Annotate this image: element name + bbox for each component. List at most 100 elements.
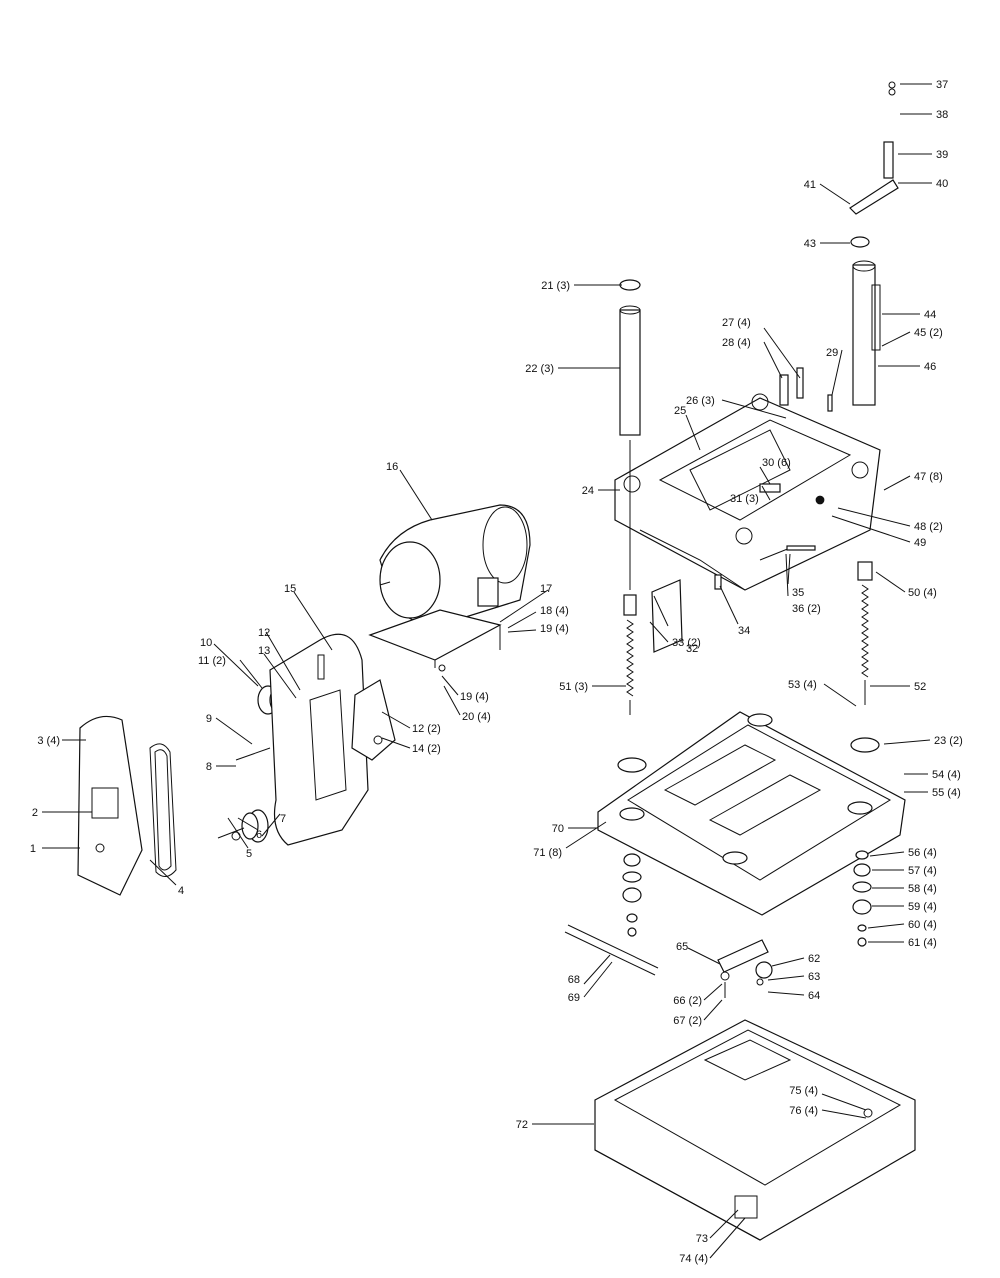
label-8: 8: [206, 761, 212, 773]
label-45: 45 (2): [914, 327, 943, 339]
label-64: 64: [808, 990, 820, 1002]
label-3: 3 (4): [37, 735, 60, 747]
handwheel-crank: [849, 81, 899, 248]
label-73: 73: [696, 1233, 708, 1245]
label-44: 44: [924, 309, 936, 321]
label-71: 71 (8): [533, 847, 562, 859]
label-60: 60 (4): [908, 919, 937, 931]
label-65: 65: [676, 941, 688, 953]
elevation-screw-right: [857, 561, 873, 705]
label-63: 63: [808, 971, 820, 983]
label-4: 4: [178, 885, 184, 897]
head-casting: [614, 393, 881, 591]
label-34: 34: [738, 625, 750, 637]
label-49: 49: [914, 537, 926, 549]
label-67: 67 (2): [673, 1015, 702, 1027]
label-76: 76 (4): [789, 1105, 818, 1117]
label-17: 17: [540, 583, 552, 595]
label-19-lower: 19 (4): [460, 691, 489, 703]
drive-chain: [564, 924, 659, 976]
label-54: 54 (4): [932, 769, 961, 781]
part-labels: 1 2 3 (4) 4 5 6 7 8 9 10 11 (2) 12 12 (2…: [30, 79, 963, 1265]
label-10: 10: [200, 637, 212, 649]
label-58: 58 (4): [908, 883, 937, 895]
label-11: 11 (2): [198, 655, 226, 667]
label-59: 59 (4): [908, 901, 937, 913]
label-62: 62: [808, 953, 820, 965]
label-53: 53 (4): [788, 679, 817, 691]
label-47: 47 (8): [914, 471, 943, 483]
label-66: 66 (2): [673, 995, 702, 1007]
label-69: 69: [568, 992, 580, 1004]
label-25: 25: [674, 405, 686, 417]
label-20: 20 (4): [462, 711, 491, 723]
label-2: 2: [32, 807, 38, 819]
label-48: 48 (2): [914, 521, 943, 533]
label-9: 9: [206, 713, 212, 725]
label-31: 31 (3): [730, 493, 759, 505]
belt-guard-cover: [77, 715, 143, 896]
base-casting: [597, 711, 906, 916]
label-72: 72: [516, 1119, 528, 1131]
label-7: 7: [280, 813, 286, 825]
label-30: 30 (6): [762, 457, 791, 469]
stand: [594, 1019, 916, 1241]
label-46: 46: [924, 361, 936, 373]
label-39: 39: [936, 149, 948, 161]
elevation-screw-left: [623, 440, 637, 715]
label-13: 13: [258, 645, 270, 657]
label-21: 21 (3): [541, 280, 570, 292]
label-74: 74 (4): [679, 1253, 708, 1265]
label-55: 55 (4): [932, 787, 961, 799]
motor-mount-plate: [368, 609, 502, 672]
label-18: 18 (4): [540, 605, 569, 617]
label-19: 19 (4): [540, 623, 569, 635]
label-27: 27 (4): [722, 317, 751, 329]
label-6: 6: [256, 829, 262, 841]
label-33: 33 (2): [672, 637, 701, 649]
label-32: 32: [686, 643, 698, 655]
label-36: 36 (2): [792, 603, 821, 615]
label-37: 37: [936, 79, 948, 91]
label-70: 70: [552, 823, 564, 835]
label-50: 50 (4): [908, 587, 937, 599]
label-1: 1: [30, 843, 36, 855]
label-5: 5: [246, 848, 252, 860]
label-52: 52: [914, 681, 926, 693]
label-56: 56 (4): [908, 847, 937, 859]
idler-arm: [717, 939, 773, 998]
label-41: 41: [804, 179, 816, 191]
sprocket-stack-left: [622, 853, 642, 937]
label-43: 43: [804, 238, 816, 250]
label-12-pair: 12 (2): [412, 723, 441, 735]
label-35: 35: [792, 587, 804, 599]
label-61: 61 (4): [908, 937, 937, 949]
label-26: 26 (3): [686, 395, 715, 407]
bracket-32: [651, 579, 683, 653]
label-28: 28 (4): [722, 337, 751, 349]
label-57: 57 (4): [908, 865, 937, 877]
label-51: 51 (3): [559, 681, 588, 693]
label-12: 12: [258, 627, 270, 639]
label-40: 40: [936, 178, 948, 190]
sprocket-stack-right: [852, 850, 872, 947]
column-right: [852, 260, 881, 406]
drive-belt: [149, 743, 177, 877]
leader-lines: [42, 83, 932, 1259]
belt-housing: [269, 633, 369, 846]
label-29: 29: [826, 347, 838, 359]
motor: [379, 504, 531, 626]
label-16: 16: [386, 461, 398, 473]
label-75: 75 (4): [789, 1085, 818, 1097]
column-left: [619, 279, 641, 436]
label-23: 23 (2): [934, 735, 963, 747]
label-24: 24: [582, 485, 594, 497]
label-38: 38: [936, 109, 948, 121]
label-15: 15: [284, 583, 296, 595]
motor-bracket: [351, 679, 396, 761]
label-22: 22 (3): [525, 363, 554, 375]
label-68: 68: [568, 974, 580, 986]
label-14: 14 (2): [412, 743, 441, 755]
